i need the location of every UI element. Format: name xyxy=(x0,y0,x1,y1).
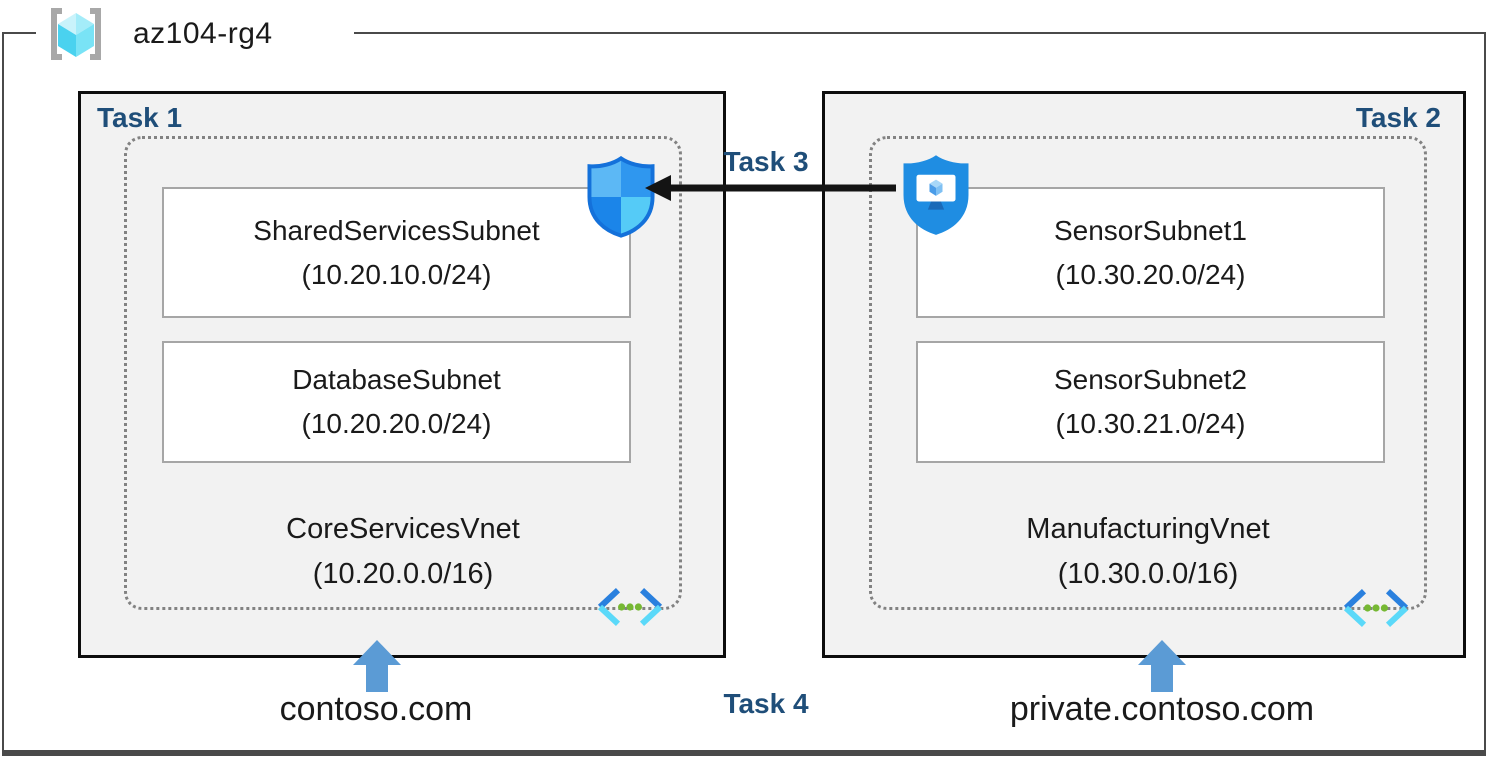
vnet-cidr: (10.30.0.0/16) xyxy=(1057,558,1239,590)
vnet-name: ManufacturingVnet xyxy=(1026,513,1270,545)
dns-zone-label: contoso.com xyxy=(279,690,473,728)
task1-label: Task 1 xyxy=(97,102,183,133)
subnet-card-sensor1: SensorSubnet1 (10.30.20.0/24) xyxy=(916,187,1385,318)
subnet-name: SensorSubnet1 xyxy=(1053,214,1248,246)
coreservices-vnet-boundary xyxy=(124,136,682,610)
coreservices-vnet-caption: CoreServicesVnet (10.20.0.0/16) xyxy=(124,507,682,597)
frame-label-gap xyxy=(36,26,354,38)
subnet-name: SharedServicesSubnet xyxy=(253,214,540,246)
manufacturing-vnet-caption: ManufacturingVnet (10.30.0.0/16) xyxy=(869,507,1427,597)
bastion-monitor-shield-icon xyxy=(903,155,969,235)
subnet-card-sharedservices: SharedServicesSubnet (10.20.10.0/24) xyxy=(162,187,631,318)
up-arrow-icon xyxy=(1138,640,1186,692)
resource-group-frame xyxy=(2,32,1486,756)
subnet-card-sensor2: SensorSubnet2 (10.30.21.0/24) xyxy=(916,341,1385,463)
resource-group-name: az104-rg4 xyxy=(133,17,273,50)
task3-label: Task 3 xyxy=(723,146,809,177)
subnet-name: DatabaseSubnet xyxy=(292,364,501,395)
network-security-group-icon xyxy=(587,156,655,238)
resource-group-header: az104-rg4 xyxy=(44,4,273,64)
up-arrow-icon xyxy=(353,640,401,692)
vnet-name: CoreServicesVnet xyxy=(286,513,520,545)
subnet-cidr: (10.20.10.0/24) xyxy=(301,258,492,290)
task2-label: Task 2 xyxy=(1355,102,1441,133)
virtual-network-icon xyxy=(1343,589,1409,627)
subnet-cidr: (10.30.21.0/24) xyxy=(1055,408,1246,439)
virtual-network-icon xyxy=(597,588,663,626)
private-dns-zone-label: private.contoso.com xyxy=(1009,690,1315,728)
subnet-name: SensorSubnet2 xyxy=(1053,364,1248,395)
resource-group-icon xyxy=(51,8,101,60)
subnet-cidr: (10.30.20.0/24) xyxy=(1055,258,1246,290)
vnet-cidr: (10.20.0.0/16) xyxy=(312,558,494,590)
subnet-cidr: (10.20.20.0/24) xyxy=(301,408,492,439)
subnet-card-database: DatabaseSubnet (10.20.20.0/24) xyxy=(162,341,631,463)
manufacturing-vnet-boundary xyxy=(869,136,1427,610)
task4-label: Task 4 xyxy=(723,688,809,719)
peering-arrow xyxy=(645,175,896,201)
